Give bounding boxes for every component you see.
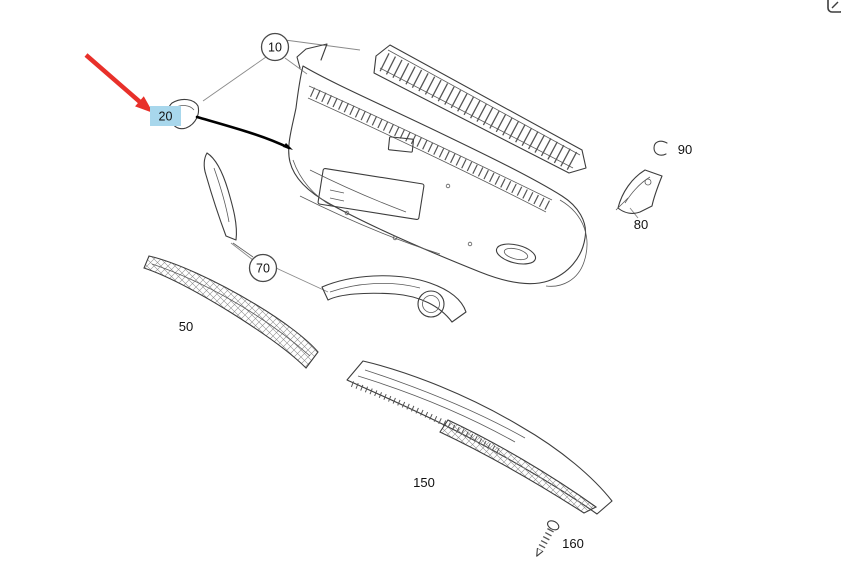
callout-80-label[interactable]: 80	[634, 217, 648, 232]
callout-70-label[interactable]: 70	[256, 262, 270, 276]
right-bracket	[615, 169, 663, 214]
callout-150-label[interactable]: 150	[413, 475, 435, 490]
selection-arrow	[84, 53, 154, 113]
leader-lines	[202, 39, 639, 293]
callout-10-label[interactable]: 10	[268, 41, 282, 55]
tow-hook-cover	[168, 98, 293, 150]
lower-grille	[143, 255, 319, 369]
upper-absorber-bar	[373, 44, 587, 174]
cropped-window-icon[interactable]	[827, 0, 841, 13]
lower-deflector	[346, 360, 613, 515]
callout-90-label[interactable]: 90	[678, 142, 692, 157]
callout-20-highlight[interactable]	[150, 106, 181, 126]
callout-10[interactable]: 10	[260, 32, 290, 62]
callout-20[interactable]: 20	[150, 106, 181, 126]
callout-80[interactable]: 80	[634, 217, 648, 232]
bumper-fascia	[288, 43, 588, 287]
left-bracket	[203, 152, 254, 258]
callout-160-label[interactable]: 160	[562, 536, 584, 551]
callout-90[interactable]: 90	[678, 142, 692, 157]
callout-50-label[interactable]: 50	[179, 319, 193, 334]
callout-50[interactable]: 50	[179, 319, 193, 334]
screw	[536, 520, 560, 557]
retaining-clip	[653, 140, 668, 156]
callout-160[interactable]: 160	[562, 536, 584, 551]
fog-lamp-bezel	[321, 275, 467, 323]
callout-70[interactable]: 70	[248, 253, 278, 283]
callout-20-label[interactable]: 20	[159, 110, 173, 124]
callout-150[interactable]: 150	[413, 475, 435, 490]
